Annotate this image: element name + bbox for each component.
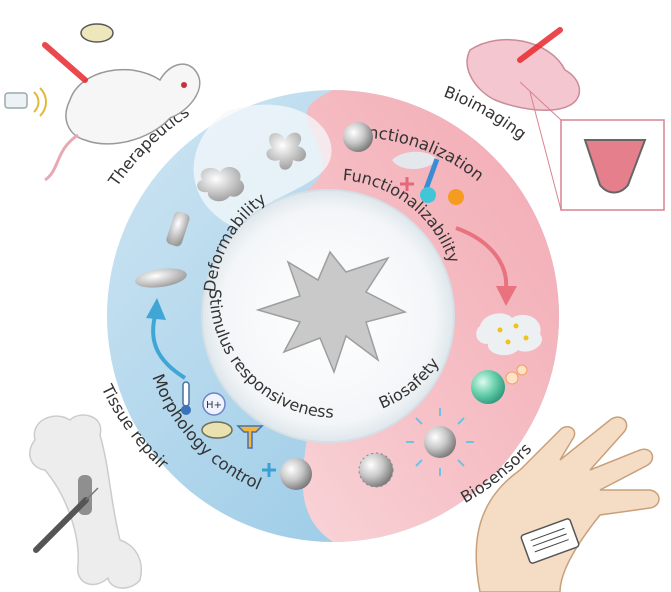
pink-mouse-body	[466, 38, 581, 111]
deformable-particle	[255, 250, 408, 375]
morphology-arrow	[151, 311, 187, 380]
syringe-needle	[85, 487, 99, 501]
thermometer-icon	[182, 381, 190, 407]
pipette-icon	[423, 158, 440, 191]
biosensors-illustration	[475, 416, 660, 592]
mouse-body	[65, 63, 201, 145]
stimulus-icons: H+	[181, 381, 312, 490]
zoom-line-1	[519, 81, 562, 121]
functionalization-arrow-head	[496, 286, 517, 306]
plus-icon-pink	[400, 177, 414, 191]
ligand-cyan	[420, 187, 436, 203]
cloud-shape	[197, 166, 245, 202]
morphology-shapes	[135, 132, 307, 380]
mouse-tail	[44, 133, 79, 182]
proton-icon	[202, 392, 226, 416]
spike-rays	[406, 408, 474, 476]
flower-shape	[266, 132, 307, 170]
dot-4	[505, 339, 511, 345]
patch-lines	[530, 527, 569, 553]
therapeutics-illustration	[4, 23, 201, 182]
plus-icon-blue	[262, 463, 276, 477]
functionalization-arrow	[455, 226, 509, 289]
dot-3	[523, 335, 529, 341]
ligand-orange	[448, 189, 464, 205]
tissue-repair-illustration	[29, 414, 142, 589]
laser-beam-left	[42, 42, 88, 83]
proton-label: H+	[206, 400, 222, 411]
laser-beam-right	[517, 27, 563, 63]
small-bubble-2	[516, 364, 528, 376]
small-bubble-1	[505, 371, 519, 385]
ultrasound-device-icon	[4, 92, 28, 109]
bladder-zoom	[583, 139, 647, 194]
thermometer-bulb-icon	[181, 405, 191, 415]
leaf-shape	[392, 151, 438, 169]
disc-shape	[135, 268, 187, 288]
functionalization-shapes	[343, 122, 542, 488]
zoom-line-2	[529, 91, 562, 211]
morphology-arrow-head	[146, 298, 166, 320]
core-shell-sphere	[343, 122, 373, 152]
magnet-coil-icon-top	[80, 23, 114, 43]
dot-1	[497, 327, 503, 333]
hand	[475, 416, 660, 592]
mouse-eye	[181, 82, 187, 88]
dot-2	[513, 323, 519, 329]
sphere-particle	[280, 458, 312, 490]
syringe	[33, 497, 89, 553]
rod-shape	[166, 211, 190, 247]
magnet-coil-icon	[201, 421, 233, 439]
green-sphere	[471, 370, 505, 404]
dotted-cloud-particle	[476, 313, 542, 356]
bioimaging-illustration	[466, 27, 665, 211]
porous-sphere	[358, 452, 394, 488]
ultrasound-probe-icon	[236, 425, 264, 449]
sound-wave-icon	[33, 87, 47, 117]
spiky-sphere	[424, 426, 456, 458]
